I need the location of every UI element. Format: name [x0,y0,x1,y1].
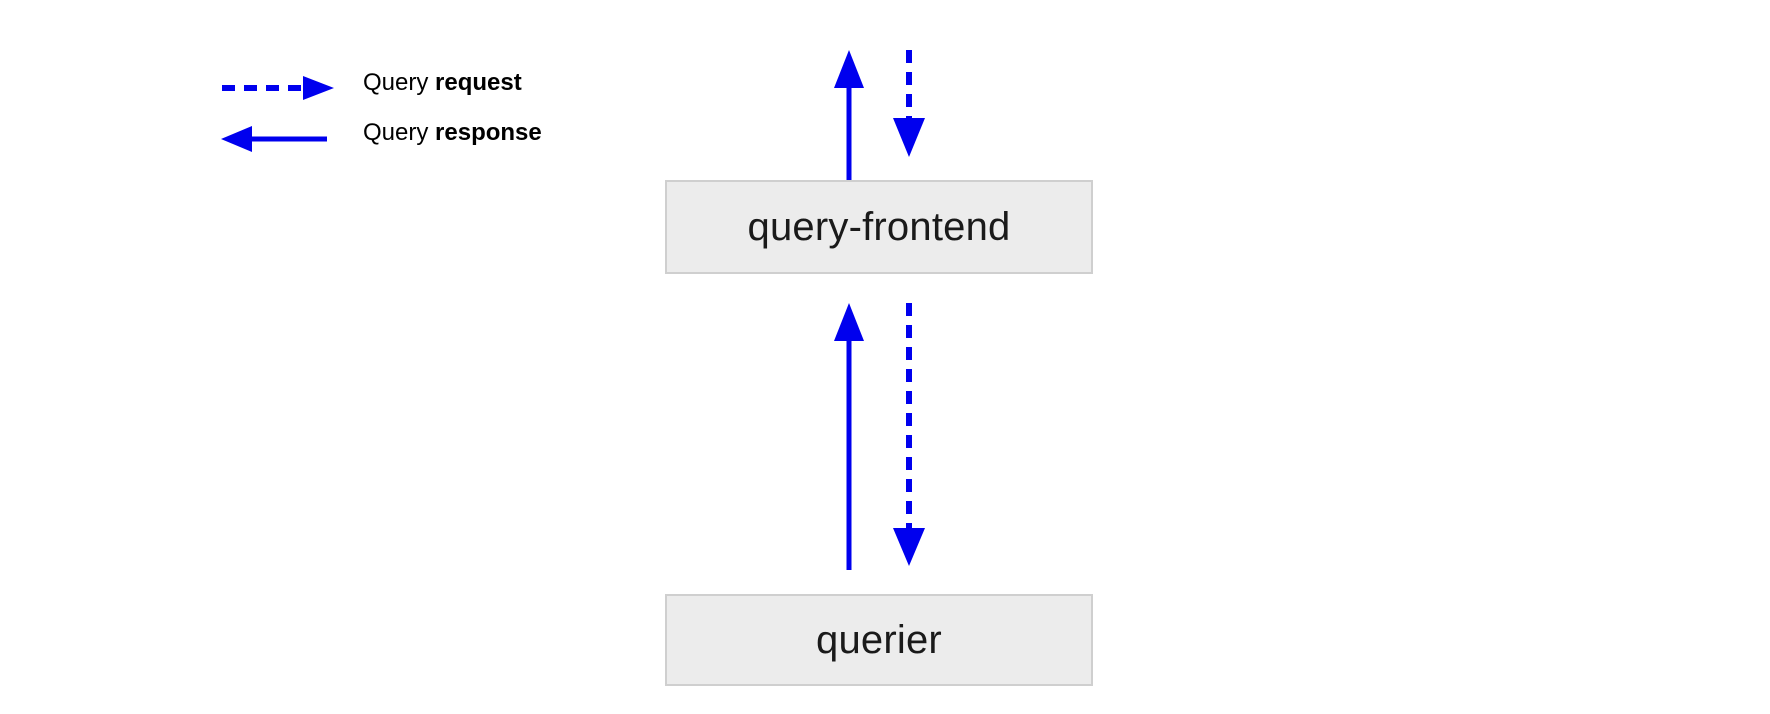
legend-label-strong: request [435,69,522,96]
legend-item-label: Query response [363,121,542,145]
legend-label-lead: Query [363,119,436,146]
dashed-right-arrow-icon [210,58,340,108]
edge-request-query-frontend-to-querier [893,303,925,566]
legend-item-query-response: Query response [210,108,630,158]
edge-response-querier-to-query-frontend [834,303,864,570]
legend-item-label: Query request [363,71,522,95]
legend-label-strong: response [435,119,542,146]
node-querier[interactable]: querier [665,594,1093,686]
edge-response-out-of-query-frontend [834,50,864,180]
node-query-frontend[interactable]: query-frontend [665,180,1093,274]
legend-item-query-request: Query request [210,58,630,108]
legend: Query request Query response [210,58,630,158]
edge-request-into-query-frontend [893,50,925,157]
node-label: querier [816,617,942,662]
legend-label-lead: Query [363,69,436,96]
solid-left-arrow-icon [210,108,340,158]
node-label: query-frontend [747,204,1011,249]
